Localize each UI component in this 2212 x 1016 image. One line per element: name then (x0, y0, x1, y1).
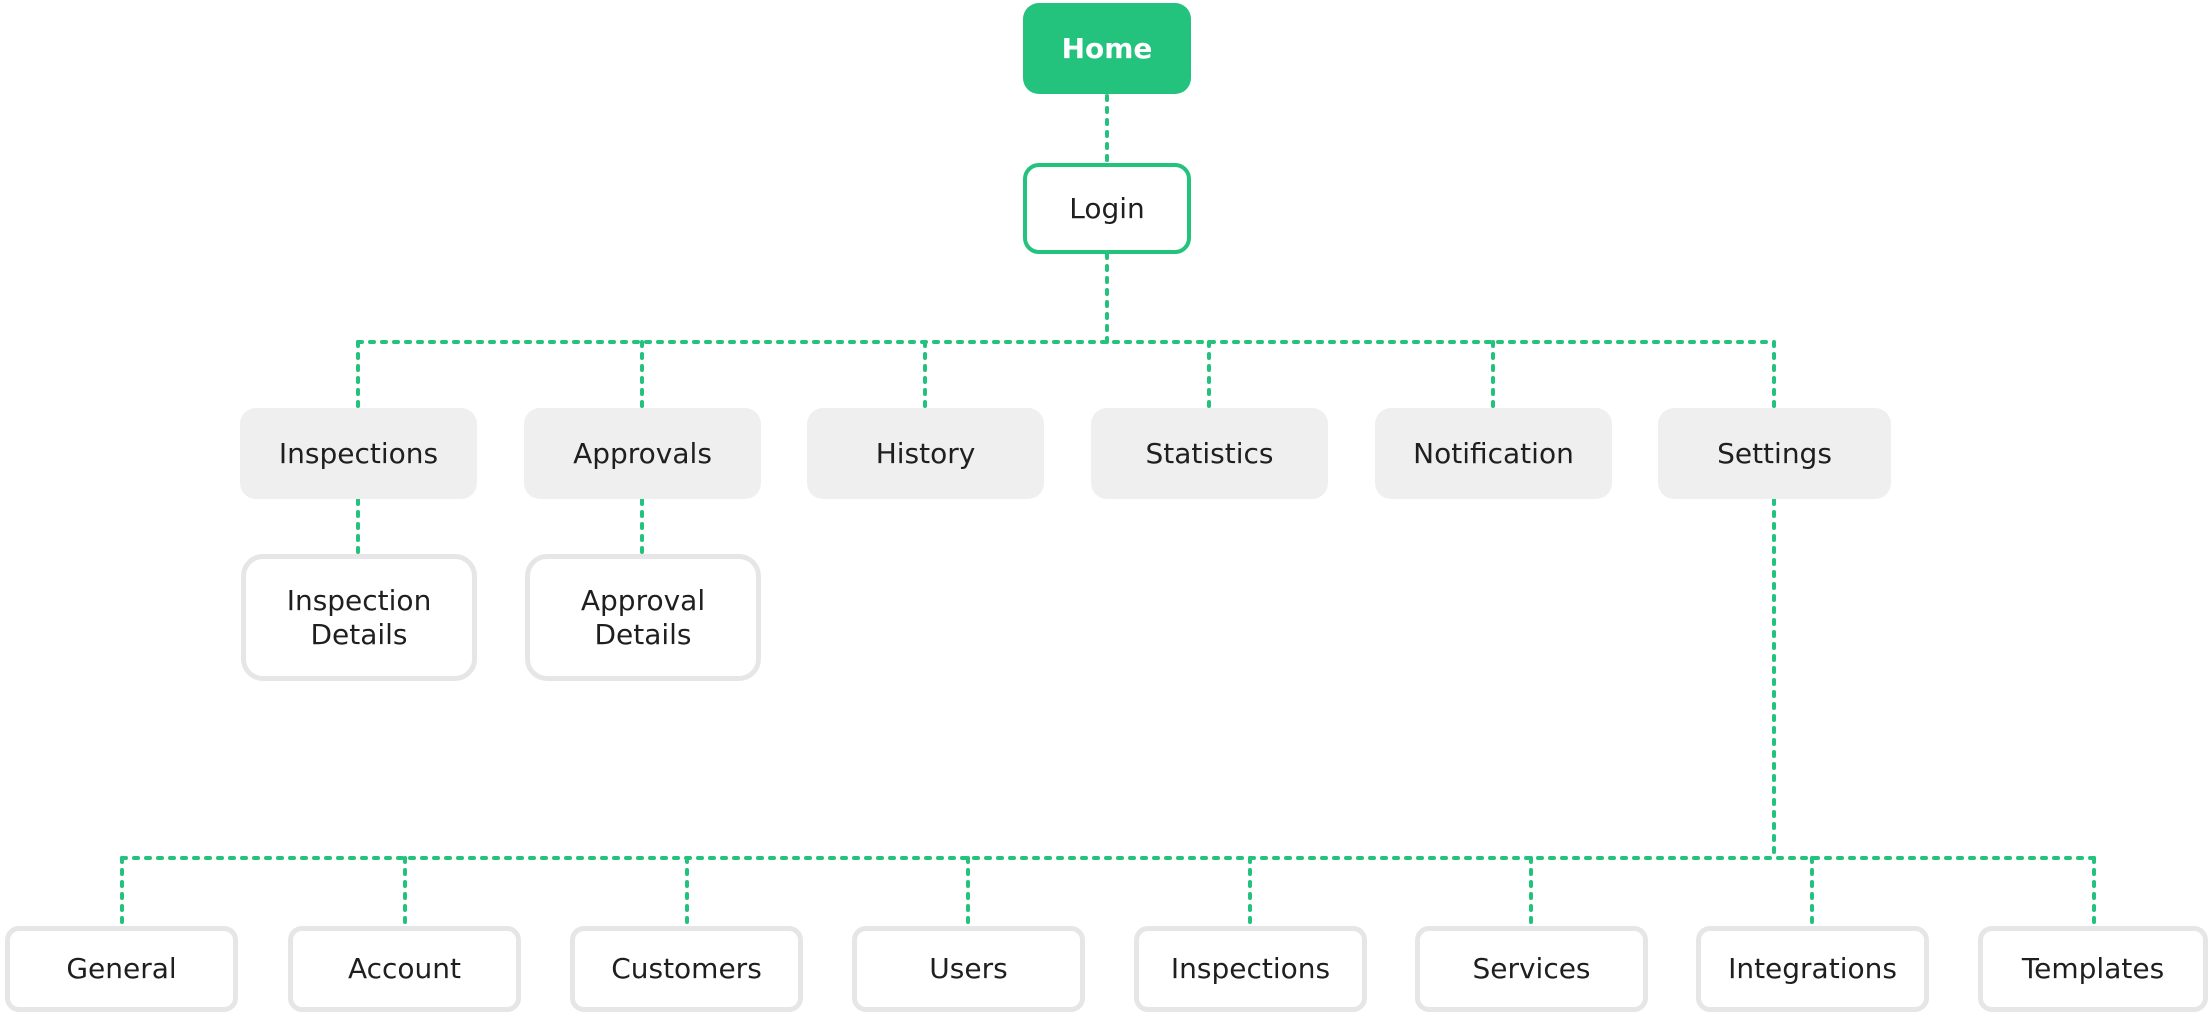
customers-node[interactable]: Customers (570, 926, 803, 1012)
services-node[interactable]: Services (1415, 926, 1648, 1012)
inspections-node[interactable]: Inspections (240, 408, 477, 499)
templates-node[interactable]: Templates (1978, 926, 2208, 1012)
account-node[interactable]: Account (288, 926, 521, 1012)
history-node[interactable]: History (807, 408, 1044, 499)
inspection-details-node[interactable]: Inspection Details (241, 554, 477, 681)
statistics-node[interactable]: Statistics (1091, 408, 1328, 499)
home-node[interactable]: Home (1023, 3, 1191, 94)
login-node[interactable]: Login (1023, 163, 1191, 254)
settings-node[interactable]: Settings (1658, 408, 1891, 499)
integrations-node[interactable]: Integrations (1696, 926, 1929, 1012)
approvals-node[interactable]: Approvals (524, 408, 761, 499)
approval-details-node[interactable]: Approval Details (525, 554, 761, 681)
general-node[interactable]: General (5, 926, 238, 1012)
users-node[interactable]: Users (852, 926, 1085, 1012)
notification-node[interactable]: Notification (1375, 408, 1612, 499)
settings-inspections-node[interactable]: Inspections (1134, 926, 1367, 1012)
